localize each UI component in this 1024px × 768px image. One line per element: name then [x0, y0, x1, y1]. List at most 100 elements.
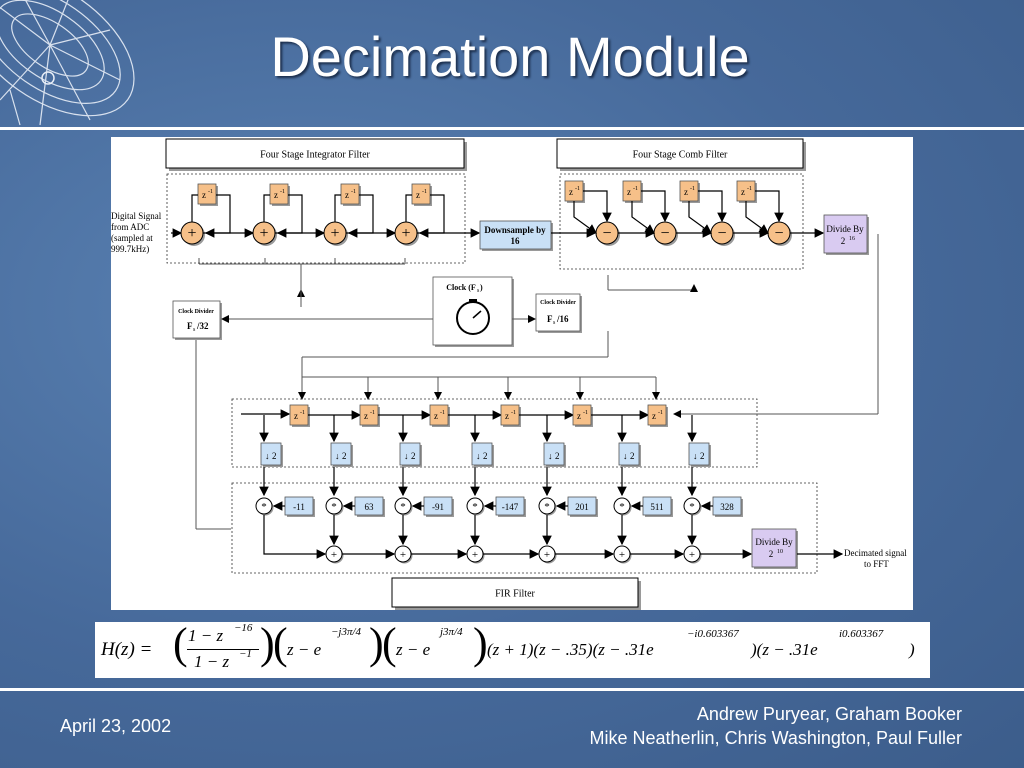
fir-delay-1-label: z [294, 411, 298, 421]
radio-telescope-logo [0, 0, 135, 126]
fir-downsample-value: 2 [342, 451, 347, 461]
fir-multiplier-3 [394, 497, 412, 515]
fir-downsample-arrow: ↓ [335, 451, 340, 461]
clock-divider-32-sub: s [193, 327, 196, 333]
fir-coefficient-7: 328 [720, 502, 734, 512]
formula-paren: ( [273, 619, 288, 668]
fir-coefficient-1: -11 [293, 502, 305, 512]
fir-multiplier-7 [683, 497, 701, 515]
top-divider [0, 127, 1024, 130]
downsample-16-label: Downsample by [484, 225, 546, 235]
fir-downsample-box-2 [330, 442, 352, 466]
fir-downsample-arrow: ↓ [404, 451, 409, 461]
clock-divider-16-value: /16 [556, 314, 569, 324]
comb-direct-path [755, 190, 784, 223]
formula-term1-exponent: −j3π/4 [331, 626, 362, 638]
fir-downsample-box-4 [471, 442, 493, 466]
fir-multiplier-1 [255, 497, 273, 515]
input-signal-label: Digital Signal [111, 211, 162, 221]
divide-2-10-label: Divide By [755, 537, 793, 547]
integrator-feedback [191, 194, 198, 222]
fir-multiplier-6 [613, 497, 631, 515]
divide-2-10-base: 2 [769, 549, 774, 559]
fir-delay-4-label: z [505, 411, 509, 421]
comb-subtractor-4-symbol: − [774, 225, 783, 242]
fir-multiplier-1-symbol: * [261, 501, 267, 513]
formula-term4-exponent: i0.603367 [839, 628, 884, 640]
formula-h: H(z) = [101, 639, 153, 660]
fir-delay-1-exponent: -1 [300, 410, 305, 416]
authors-line-2: Mike Neatherlin, Chris Washington, Paul … [589, 728, 962, 748]
stopwatch-hand-icon [472, 310, 482, 319]
fraction-bar [187, 649, 259, 650]
comb-delay-2 [622, 180, 642, 202]
divide-2-16-base: 2 [841, 236, 846, 246]
comb-subtractor-1-symbol: − [602, 225, 611, 242]
fir-downsample-arrow: ↓ [623, 451, 628, 461]
fir-adder-6-symbol: + [689, 549, 695, 561]
output-label: Decimated signal [844, 548, 907, 558]
fir-delay-2-exponent: -1 [370, 410, 375, 416]
integrator-delay-1-exponent: -1 [208, 189, 213, 195]
comb-delay-path [745, 201, 769, 234]
integrator-delay-3 [340, 183, 360, 205]
formula-term2-exponent: j3π/4 [440, 626, 463, 638]
comb-region [559, 173, 804, 270]
fir-filter-label [391, 577, 639, 608]
slide-authors: Andrew Puryear, Graham Booker Mike Neath… [590, 702, 962, 750]
clock-label-close: ) [480, 283, 483, 292]
integrator-adder-2-symbol: + [259, 225, 268, 242]
fir-coefficient-3: -91 [432, 502, 444, 512]
clock-label: Clock (F [446, 283, 476, 292]
comb-filter-label [556, 138, 804, 169]
fir-downsample-box-6 [618, 442, 640, 466]
fir-delay-6-label: z [652, 411, 656, 421]
formula-paren: ) [473, 619, 488, 668]
fir-adder-2-symbol: + [400, 549, 406, 561]
comb-filter-label-text: Four Stage Comb Filter [633, 150, 728, 161]
clock-divider-32-value: /32 [196, 321, 209, 331]
slide-title: Decimation Module [270, 25, 750, 88]
fir-multiplier-4-symbol: * [472, 501, 478, 513]
downsample-16-box [479, 220, 552, 250]
fir-multiplier-2 [325, 497, 343, 515]
comb-delay-1-label: z [569, 187, 573, 197]
comb-delay-1-exponent: -1 [575, 186, 580, 192]
comb-delay-1 [564, 180, 584, 202]
integrator-delay-2-label: z [274, 190, 278, 200]
formula-paren: ) [260, 619, 275, 668]
fir-multiplier-3-symbol: * [400, 501, 406, 513]
comb-delay-path [688, 201, 712, 234]
fir-delay-6 [647, 404, 667, 426]
divide-2-16-label: Divide By [826, 224, 864, 234]
block-diagram: Four Stage Integrator Filter Four Stage C… [111, 137, 913, 610]
input-signal-label: (sampled at [111, 233, 153, 243]
integrator-delay-4-exponent: -1 [422, 189, 427, 195]
divide-2-16-box [823, 214, 868, 254]
comb-direct-path [583, 190, 612, 223]
formula-paren: ) [369, 619, 384, 668]
fir-first-product [263, 515, 327, 559]
fir-delay-3-label: z [434, 411, 438, 421]
fir-adder-4-symbol: + [544, 549, 550, 561]
formula-term3: (z + 1)(z − .35)(z − .31e [487, 640, 654, 659]
comb-delay-4-label: z [741, 187, 745, 197]
integrator-delay-1 [197, 183, 217, 205]
divide-2-16-exponent: 16 [849, 236, 855, 242]
fir-downsample-box-3 [399, 442, 421, 466]
fir-downsample-box-1 [260, 442, 282, 466]
formula-denominator-exponent: −1 [239, 648, 252, 660]
fir-coefficient-4: -147 [502, 502, 519, 512]
formula-term3-exponent: −i0.603367 [687, 628, 739, 640]
comb-delay-3 [679, 180, 699, 202]
clock-divider-32-box [172, 300, 221, 339]
integrator-filter-label-text: Four Stage Integrator Filter [260, 150, 370, 161]
formula-numerator: 1 − z [188, 626, 224, 645]
fir-filter-label-text: FIR Filter [495, 589, 535, 600]
fir-downsample-arrow: ↓ [548, 451, 553, 461]
fir-multiplier-2-symbol: * [331, 501, 337, 513]
fir-adder-3-symbol: + [472, 549, 478, 561]
diagram-layer: Four Stage Integrator Filter Four Stage C… [111, 138, 907, 610]
comb-subtractor-2-symbol: − [660, 225, 669, 242]
fir-adder-5-symbol: + [619, 549, 625, 561]
